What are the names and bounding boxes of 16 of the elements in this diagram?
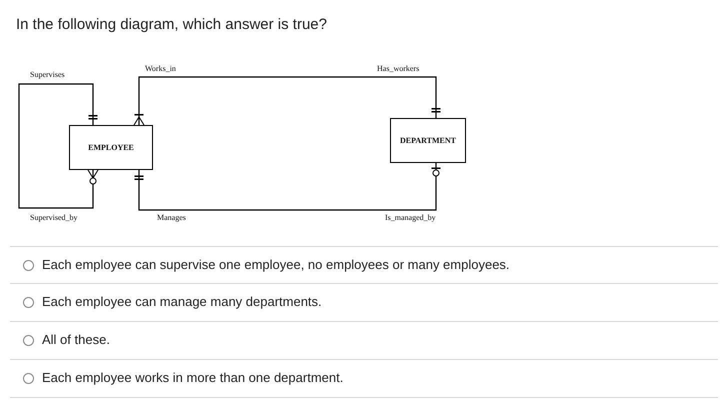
answer-option: All of these. bbox=[42, 332, 110, 348]
entity-box: DEPARTMENT bbox=[390, 118, 466, 163]
edge-label: Works_in bbox=[145, 64, 176, 74]
answer-option: Each employee works in more than one department. bbox=[42, 370, 344, 386]
role-label: Is_managed_by bbox=[385, 213, 436, 223]
answer-option: Each employee can supervise one employee, no employees or many employees. bbox=[42, 257, 510, 273]
relationship-line bbox=[134, 76, 440, 126]
role-label: Supervised_by bbox=[30, 213, 78, 223]
entity-box: EMPLOYEE bbox=[69, 125, 153, 170]
relationship-line bbox=[18, 83, 98, 209]
question-title: In the following diagram, which answer is true? bbox=[16, 16, 327, 33]
edge-label: Supervises bbox=[30, 70, 65, 80]
edge-label: Manages bbox=[157, 213, 186, 223]
relationship-line bbox=[134, 163, 440, 211]
answer-option: Each employee can manage many departments. bbox=[42, 294, 322, 310]
role-label: Has_workers bbox=[377, 64, 420, 74]
